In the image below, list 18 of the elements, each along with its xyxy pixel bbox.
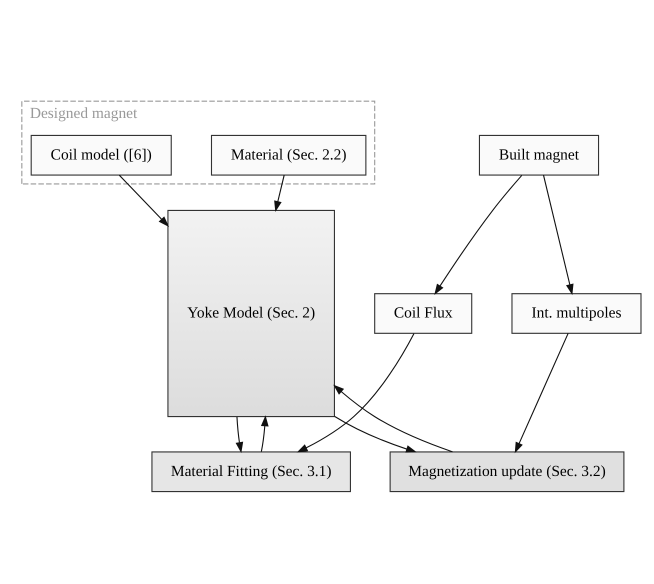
node-box: Built magnet [478,134,600,176]
arrow [118,174,170,227]
arrow [260,415,269,452]
node-box: Coil Flux [374,293,472,334]
node-box: Magnetization update (Sec. 3.2) [390,451,624,492]
arrow [434,175,522,295]
node-box: Coil model ([6]) [30,134,172,176]
arrow [296,333,414,453]
arrow [236,416,244,454]
node-box: Material (Sec. 2.2) [210,134,366,176]
arrow [514,333,569,454]
arrow [334,416,417,453]
node-box: Yoke Model (Sec. 2) [167,210,335,418]
arrow [274,175,285,212]
node-box: Material Fitting (Sec. 3.1) [151,451,351,492]
arrow [333,384,453,452]
arrow [542,175,574,296]
node-box: Int. multipoles [511,293,642,334]
